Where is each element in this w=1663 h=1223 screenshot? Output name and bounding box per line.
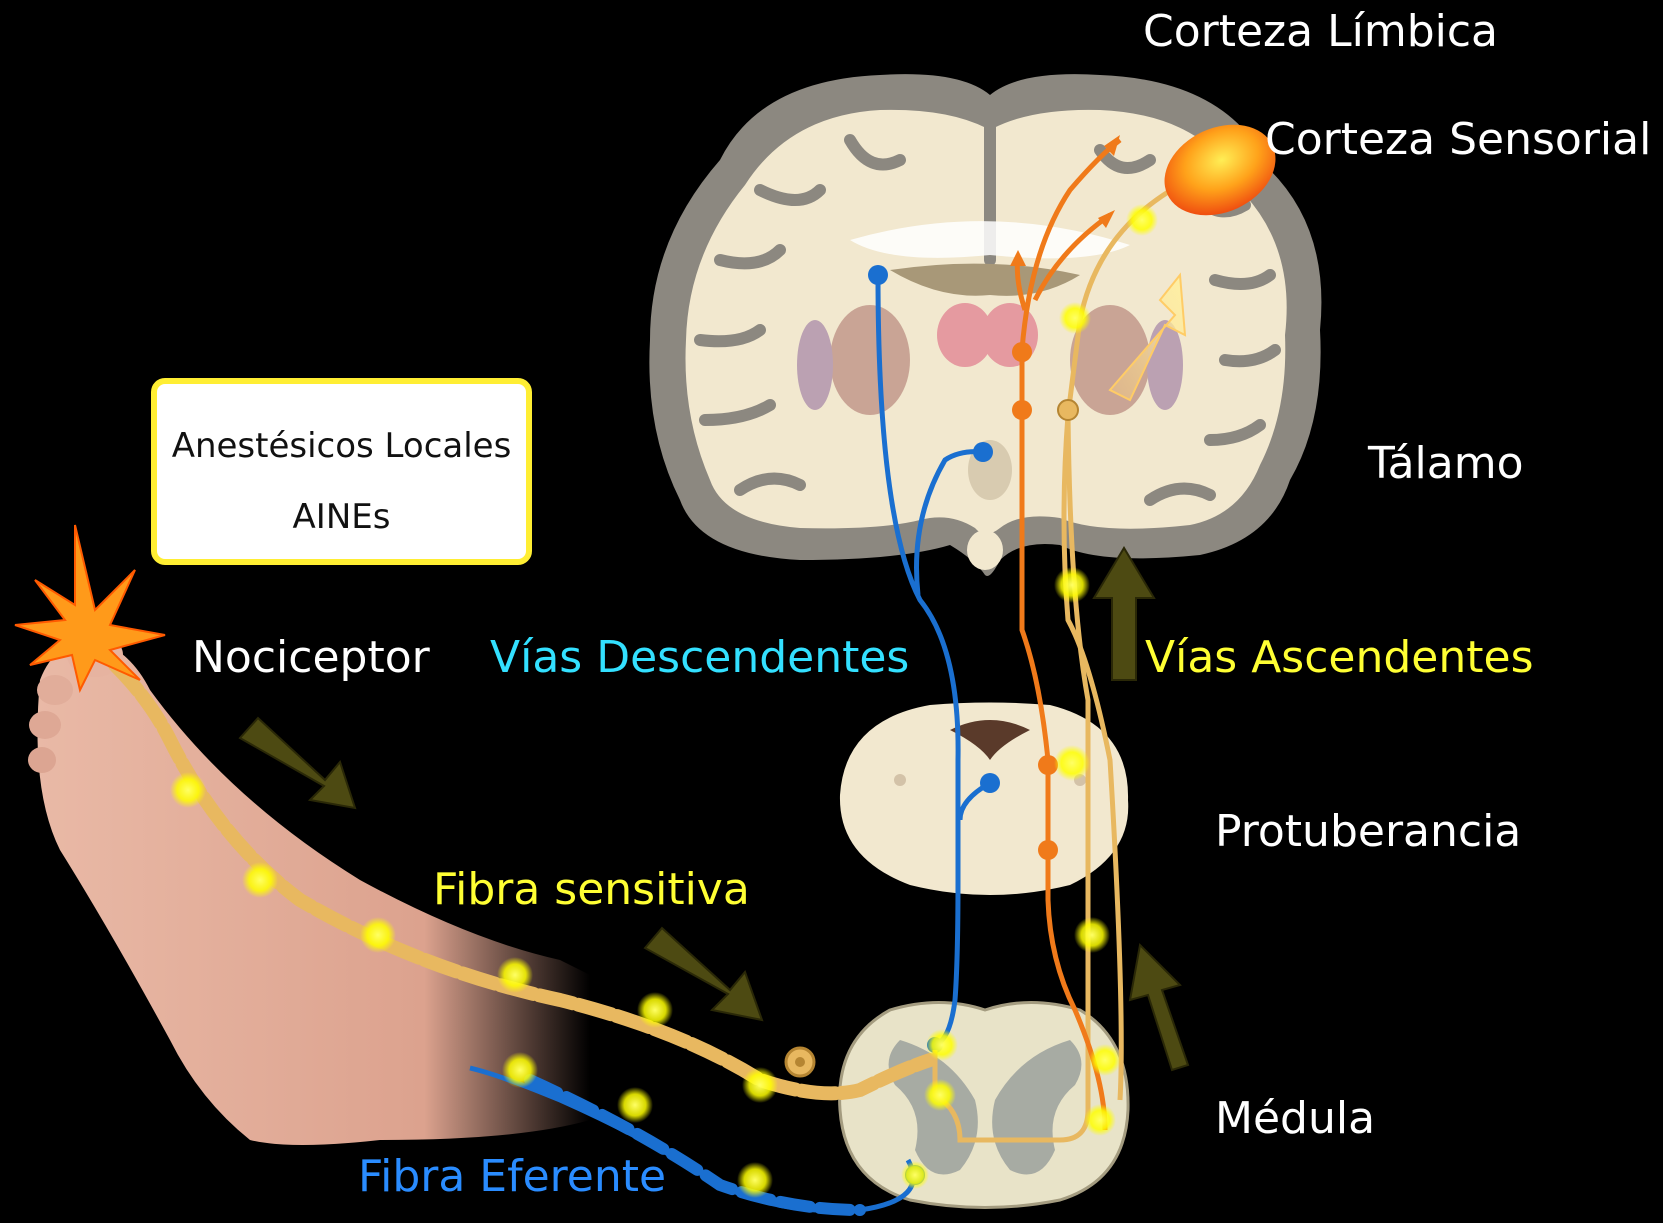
drug-anestesicos-locales: Anestésicos Locales: [157, 426, 526, 466]
label-medula: Médula: [1215, 1097, 1375, 1141]
arrow-nociceptor: [240, 718, 355, 808]
putamen-left: [830, 305, 910, 415]
label-corteza-sensorial: Corteza Sensorial: [1265, 118, 1651, 162]
label-vias-ascendentes: Vías Ascendentes: [1145, 636, 1534, 680]
label-corteza-limbica: Corteza Límbica: [1143, 10, 1498, 54]
label-fibra-sensitiva: Fibra sensitiva: [433, 868, 750, 912]
insula-left: [797, 320, 833, 410]
drug-box: Anestésicos Locales AINEs: [151, 378, 532, 565]
drug-aines: AINEs: [157, 497, 526, 537]
tan-nodes: [1058, 400, 1078, 420]
nociceptor-star: [15, 525, 165, 690]
insula-right: [1147, 320, 1183, 410]
label-nociceptor: Nociceptor: [192, 636, 430, 680]
brainstem-notch: [967, 530, 1003, 570]
arrow-medula: [1130, 945, 1188, 1070]
label-fibra-eferente: Fibra Eferente: [358, 1155, 666, 1199]
label-vias-descendentes: Vías Descendentes: [490, 636, 909, 680]
pons-section: [840, 703, 1128, 896]
label-talamo: Tálamo: [1368, 442, 1524, 486]
label-protuberancia: Protuberancia: [1215, 810, 1521, 854]
